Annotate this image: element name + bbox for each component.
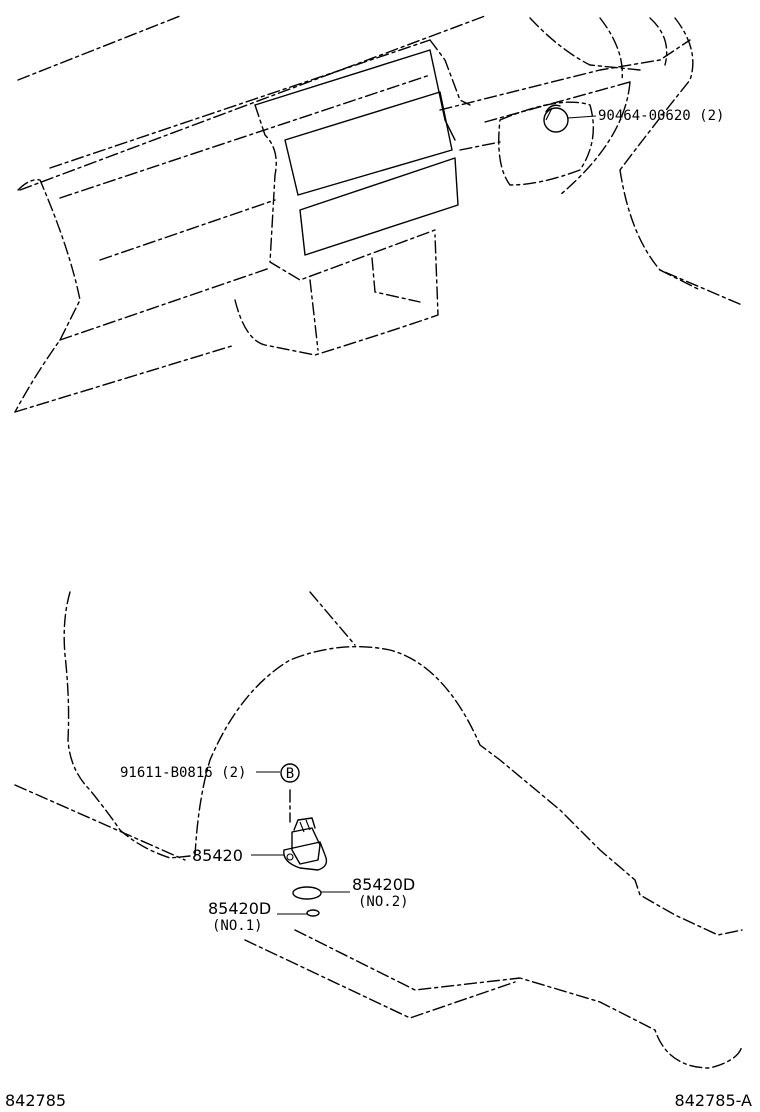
label-oring-no2: 85420D xyxy=(352,875,415,894)
oring-no1-icon xyxy=(306,909,320,917)
label-sensor-85420: 85420 xyxy=(192,846,243,865)
circle-b-icon xyxy=(280,763,300,783)
diagram-id-variant: 842785-A xyxy=(675,1091,753,1110)
transmission-drawing xyxy=(14,591,743,1069)
bolt-90464-icon xyxy=(543,104,569,133)
label-oring-no1-sub: (NO.1) xyxy=(212,918,263,934)
label-bolt-90464: 90464-00620 (2) xyxy=(598,108,724,124)
leader-line-bolt-top xyxy=(567,115,597,119)
instrument-panel-drawing xyxy=(14,15,743,413)
label-oring-no2-sub: (NO.2) xyxy=(358,894,409,910)
circle-b-letter: B xyxy=(286,766,294,782)
oring-no2-icon xyxy=(292,886,322,900)
sensor-85420-icon xyxy=(283,817,328,871)
label-oring-no1: 85420D xyxy=(208,899,271,918)
label-bolt-91611: 91611-B0816 (2) xyxy=(120,765,246,781)
diagram-id: 842785 xyxy=(5,1091,66,1110)
